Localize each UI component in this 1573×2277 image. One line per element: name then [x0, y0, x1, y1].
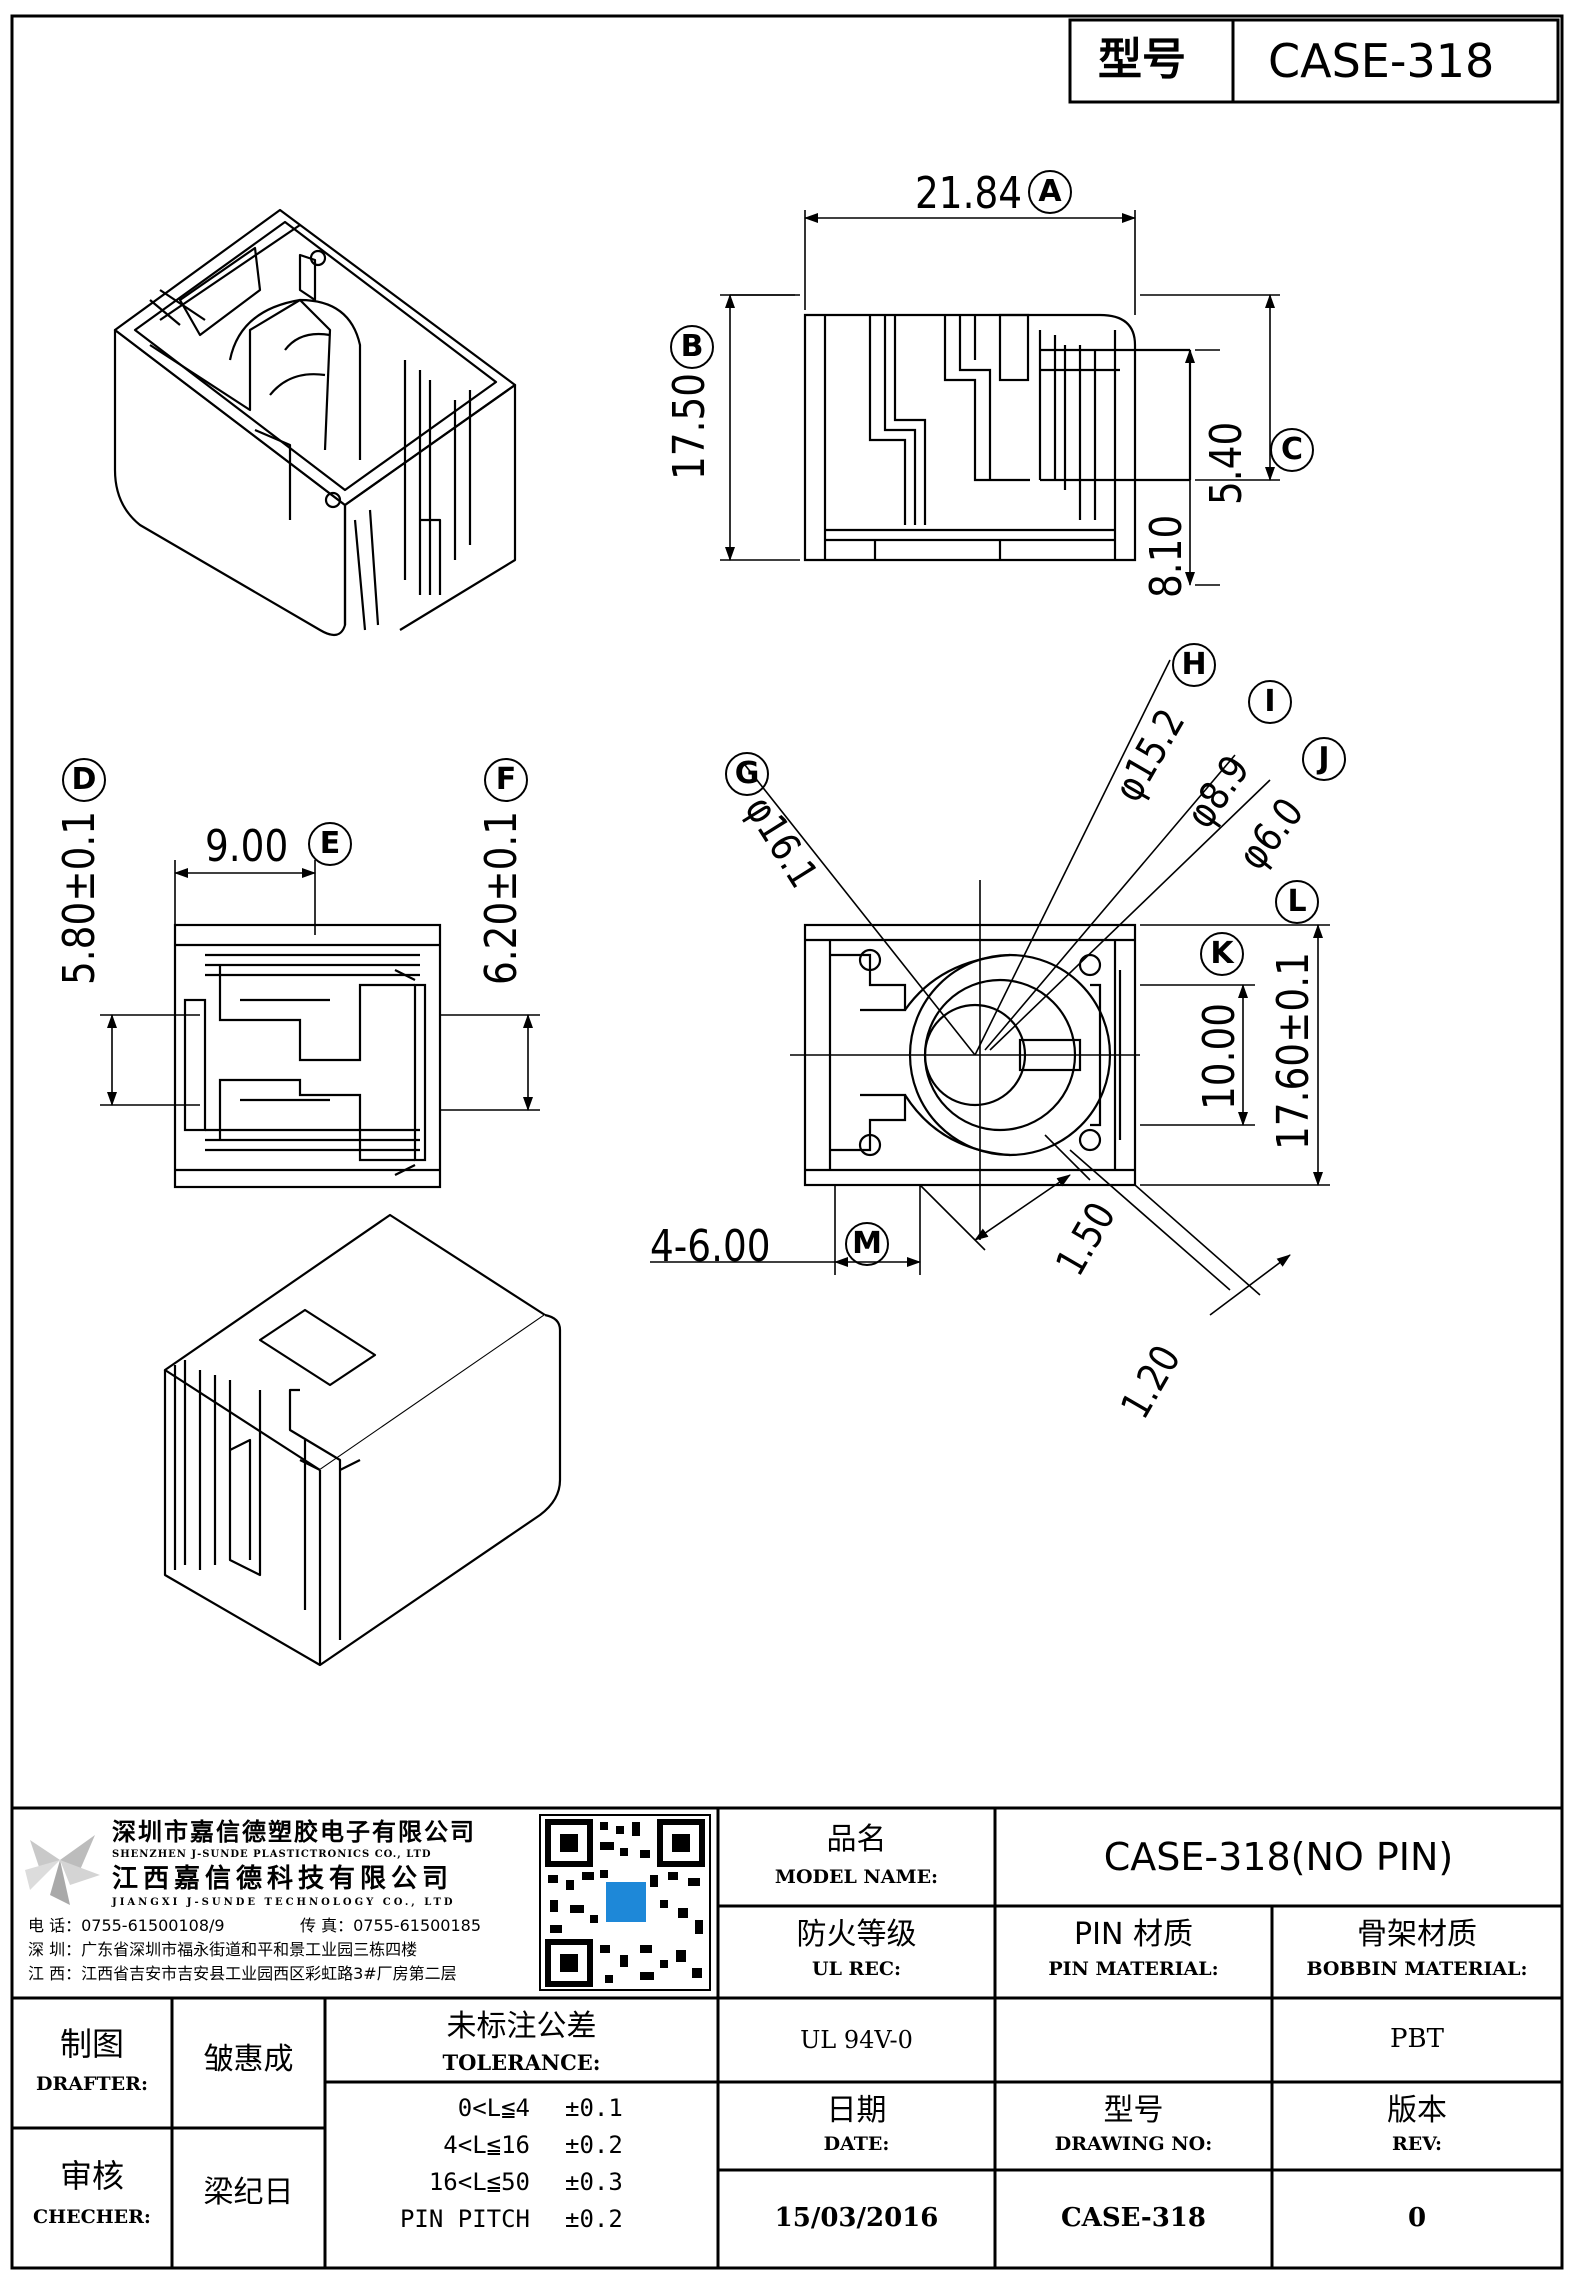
- company-addr-sz: 深 圳：广东省深圳市福永街道和平和景工业园三栋四楼: [28, 1940, 418, 1959]
- rev-en: REV:: [1391, 2133, 1443, 2155]
- company-en-sz: SHENZHEN J-SUNDE PLASTICTRONICS CO., LTD: [112, 1849, 432, 1860]
- checker-en: CHECHER:: [33, 2206, 151, 2228]
- bobbin-material-value: PBT: [1390, 2024, 1444, 2054]
- checker-cn: 审核: [59, 2157, 124, 2195]
- iso-view-top: [113, 208, 517, 637]
- company-fax: 传 真：0755-61500185: [300, 1916, 482, 1935]
- dim-h-letter: H: [1172, 643, 1216, 687]
- tolerance-title-en: TOLERANCE:: [442, 2050, 601, 2075]
- dim-d-value: 5.80±0.1: [54, 810, 105, 985]
- dim-b-letter: B: [670, 325, 714, 369]
- drafter-en: DRAFTER:: [36, 2073, 148, 2095]
- sheet-border: [10, 14, 1564, 2270]
- tolerance-title-cn: 未标注公差: [446, 2009, 597, 2044]
- dim-f-letter: F: [484, 758, 528, 802]
- company-addr-jx: 江 西：江西省吉安市吉安县工业园西区彩虹路3#厂房第二层: [28, 1964, 457, 1983]
- drafter-cn: 制图: [59, 2025, 124, 2063]
- pin-material-cn: PIN 材质: [1074, 1917, 1193, 1952]
- tolerance-range: 0<L≦4: [457, 2094, 530, 2122]
- tolerance-range: PIN PITCH: [399, 2205, 530, 2233]
- dim-c-value: 5.40: [1201, 421, 1252, 505]
- company-tel: 电 话：0755-61500108/9: [28, 1916, 225, 1935]
- qr-code: [539, 1814, 711, 1991]
- model-label: 型号: [1098, 34, 1186, 85]
- side-view-dims: [100, 860, 540, 1111]
- dim-f-value: 6.20±0.1: [476, 810, 527, 985]
- tolerance-range: 16<L≦50: [428, 2168, 530, 2196]
- dim-b-value: 17.50: [664, 372, 715, 480]
- rev-value: 0: [1407, 2203, 1427, 2233]
- dim-k-letter: K: [1200, 932, 1244, 976]
- tolerance-range: 4<L≦16: [443, 2131, 530, 2159]
- dim-g-letter: G: [725, 752, 769, 796]
- dim-i-letter: I: [1248, 680, 1292, 724]
- drawing-no-en: DRAWING NO:: [1054, 2133, 1213, 2155]
- company-en-jx: JIANGXI J-SUNDE TECHNOLOGY CO., LTD: [112, 1897, 456, 1908]
- dim-c-extra: 8.10: [1141, 514, 1192, 598]
- dim-m-letter: M: [845, 1222, 889, 1266]
- dim-m-value: 4-6.00: [650, 1221, 771, 1272]
- company-logo: [25, 1835, 100, 1905]
- dim-k-value: 10.00: [1194, 1002, 1245, 1110]
- iso-view-bottom: [163, 1213, 562, 1667]
- company-name-jx: 江西嘉信德科技有限公司: [112, 1864, 454, 1894]
- tolerance-value: ±0.3: [565, 2168, 623, 2196]
- dim-e-value: 9.00: [205, 821, 289, 872]
- model-name-en: MODEL NAME:: [774, 1866, 939, 1888]
- ul-rec-en: UL REC:: [812, 1958, 901, 1980]
- drafter-name: 皱惠成: [203, 2042, 294, 2077]
- checker-name: 梁纪日: [203, 2175, 294, 2210]
- drawing-no-value: CASE-318: [1060, 2203, 1206, 2233]
- bobbin-material-cn: 骨架材质: [1357, 1917, 1477, 1952]
- dim-c-letter: C: [1270, 428, 1314, 472]
- model-box: [1068, 18, 1560, 104]
- tolerance-value: ±0.1: [565, 2094, 623, 2122]
- bottom-view-dims: [650, 659, 1330, 1316]
- tolerance-value: ±0.2: [565, 2205, 623, 2233]
- pin-material-en: PIN MATERIAL:: [1048, 1958, 1219, 1980]
- rev-cn: 版本: [1387, 2093, 1447, 2128]
- title-block-grid: [10, 1806, 1562, 2268]
- side-view: [173, 923, 442, 1189]
- drawing-no-cn: 型号: [1103, 2093, 1164, 2128]
- tolerance-value: ±0.2: [565, 2131, 623, 2159]
- dim-d-letter: D: [62, 758, 106, 802]
- date-en: DATE:: [823, 2133, 890, 2155]
- model-name-value: CASE-318(NO PIN): [1103, 1835, 1454, 1879]
- dim-a-letter: A: [1028, 170, 1072, 214]
- front-view: [803, 313, 1192, 562]
- bobbin-material-en: BOBBIN MATERIAL:: [1306, 1958, 1528, 1980]
- company-name-sz: 深圳市嘉信德塑胶电子有限公司: [112, 1818, 476, 1846]
- dim-l-letter: L: [1275, 880, 1319, 924]
- ul-rec-value: UL 94V-0: [800, 2026, 913, 2054]
- ul-rec-cn: 防火等级: [796, 1917, 917, 1952]
- model-value: CASE-318: [1268, 34, 1495, 88]
- date-value: 15/03/2016: [774, 2203, 939, 2233]
- date-cn: 日期: [826, 2093, 887, 2128]
- dim-a-value: 21.84: [915, 168, 1023, 219]
- model-name-cn: 品名: [826, 1822, 887, 1857]
- dim-j-letter: J: [1302, 737, 1346, 781]
- dim-l-value: 17.60±0.1: [1268, 952, 1319, 1150]
- dim-e-letter: E: [308, 822, 352, 866]
